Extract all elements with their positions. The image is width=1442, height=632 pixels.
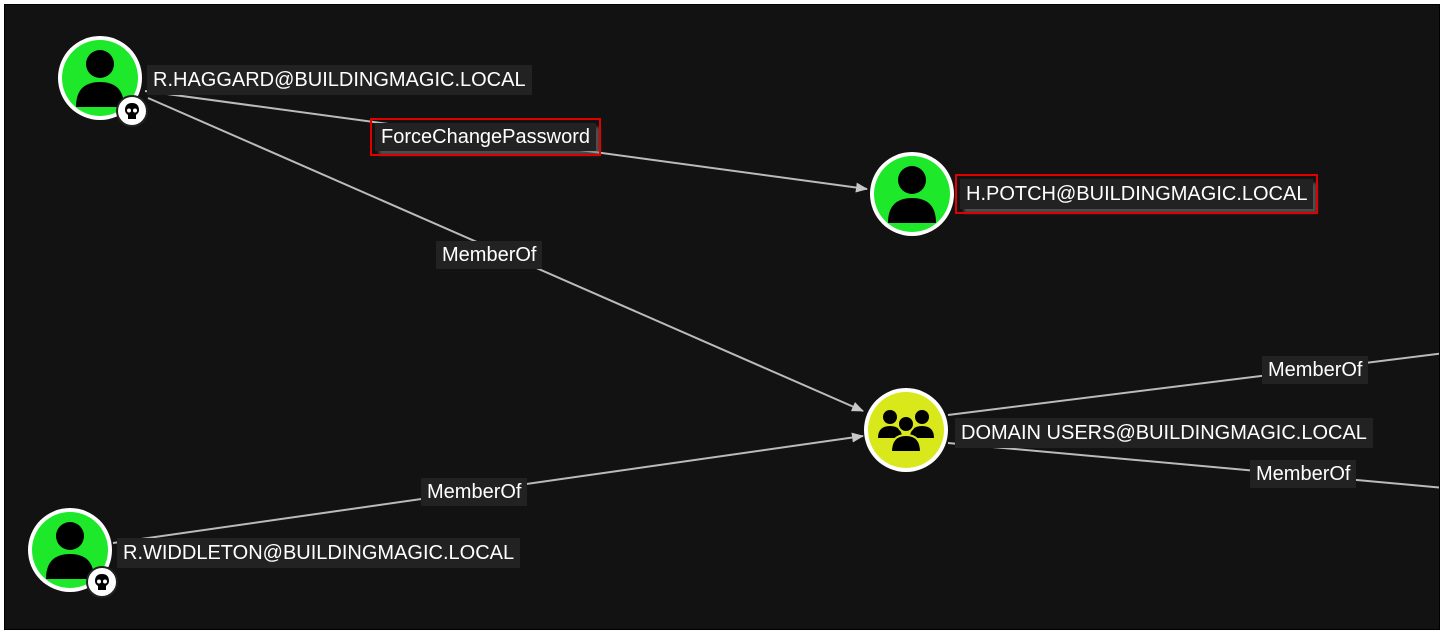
node-domain-users[interactable] <box>864 388 948 472</box>
edge-memberof-du-2[interactable] <box>947 442 1440 489</box>
graph-canvas[interactable]: ForceChangePassword MemberOf MemberOf Me… <box>4 4 1440 630</box>
user-icon <box>888 166 936 223</box>
node-label-widdleton: R.WIDDLETON@BUILDINGMAGIC.LOCAL <box>117 538 521 568</box>
edge-label-forcechangepassword[interactable]: ForceChangePassword <box>370 118 601 156</box>
node-label-domain-users: DOMAIN USERS@BUILDINGMAGIC.LOCAL <box>955 418 1373 448</box>
edge-label-memberof[interactable]: MemberOf <box>436 241 543 269</box>
node-potch[interactable] <box>870 152 954 236</box>
owned-skull-badge <box>116 95 148 127</box>
user-icon <box>46 522 94 579</box>
node-label-potch: H.POTCH@BUILDINGMAGIC.LOCAL <box>954 174 1319 214</box>
edge-label-memberof[interactable]: MemberOf <box>1250 460 1357 488</box>
node-label-haggard: R.HAGGARD@BUILDINGMAGIC.LOCAL <box>147 65 532 95</box>
owned-skull-badge <box>86 566 118 598</box>
edge-label-memberof[interactable]: MemberOf <box>421 478 528 506</box>
group-icon <box>878 410 934 452</box>
skull-icon <box>125 103 139 119</box>
skull-icon <box>95 574 109 590</box>
user-icon <box>76 50 124 107</box>
edges-layer <box>112 90 1440 544</box>
edge-label-memberof[interactable]: MemberOf <box>1262 356 1369 384</box>
